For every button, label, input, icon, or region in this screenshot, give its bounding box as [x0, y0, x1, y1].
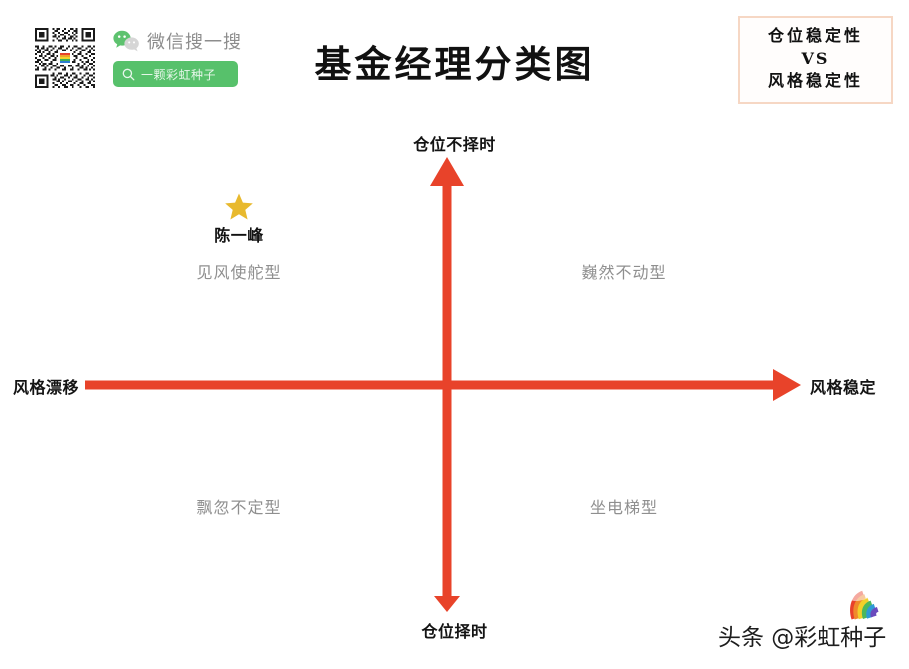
wechat-promo-block: 微信搜一搜 一颗彩虹种子 [33, 26, 242, 90]
quadrant-label-top-right: 巍然不动型 [581, 263, 667, 282]
axis-label-bottom: 仓位择时 [421, 622, 488, 641]
wechat-promo-right: 微信搜一搜 一颗彩虹种子 [113, 26, 242, 87]
axis-label-left: 风格漂移 [13, 378, 80, 397]
rainbow-sprout-icon [838, 583, 890, 629]
watermark: 头条 @彩虹种子 [718, 618, 886, 652]
axis-label-top: 仓位不择时 [413, 135, 496, 154]
page-title: 基金经理分类图 [314, 42, 595, 86]
quadrant-label-bottom-right: 坐电梯型 [589, 498, 659, 517]
search-icon [122, 68, 135, 81]
watermark-text: 头条 @彩虹种子 [718, 625, 887, 651]
data-point-label: 陈一峰 [214, 226, 264, 245]
comparison-line-1: 仓位稳定性 [767, 26, 863, 45]
comparison-box: 仓位稳定性 VS 风格稳定性 [738, 16, 893, 105]
data-point-chenyifeng: 陈一峰 [169, 192, 309, 246]
quadrant-label-bottom-left: 飘忽不定型 [196, 498, 282, 517]
comparison-line-3: 风格稳定性 [767, 71, 863, 91]
wechat-icon [113, 30, 140, 52]
comparison-line-vs: VS [801, 48, 830, 68]
qr-code [33, 26, 97, 90]
wechat-label: 微信搜一搜 [147, 32, 242, 53]
star-icon [224, 192, 254, 221]
wechat-search-button[interactable]: 一颗彩虹种子 [113, 61, 238, 87]
wechat-search-value: 一颗彩虹种子 [141, 67, 217, 82]
quadrant-label-top-left: 见风使舵型 [196, 263, 282, 282]
axis-label-right: 风格稳定 [810, 378, 877, 397]
wechat-label-row: 微信搜一搜 [113, 28, 242, 54]
